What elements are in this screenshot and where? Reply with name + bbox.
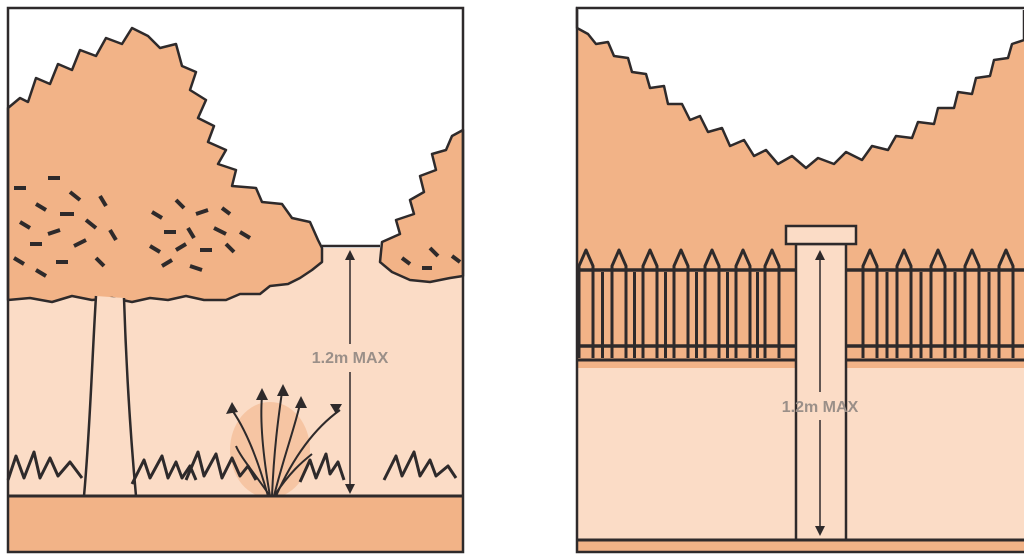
fence-picket [963,248,981,358]
grass-tufts [6,450,458,485]
fence-pickets [577,248,1015,358]
plant-arrowheads [226,384,342,414]
height-dimension-right [815,250,825,536]
frame-left [6,6,465,554]
fence-picket [672,248,690,358]
fence-picket [763,248,781,358]
plant-glow [230,402,310,498]
fence-picket [641,248,659,358]
sky-right [575,6,1024,170]
fence-rails [577,268,1024,348]
fence-picket [895,248,913,358]
fence-picket [734,248,752,358]
fence-picket [610,248,628,358]
fence-picket [861,248,879,358]
frame-right [575,6,1024,554]
panel-fence: 1.2m MAX [575,6,1024,554]
pillar [794,242,848,542]
height-dimension-left [345,250,355,494]
fence-picket [703,248,721,358]
ground-left [8,496,463,552]
height-label-right: 1.2m MAX [782,399,859,416]
pillar-cap [784,224,858,246]
leaf-marks [12,176,462,278]
tree-canopy-right-small [378,128,465,284]
ground-right [577,540,1024,552]
fence-picket [577,248,595,358]
panel-planting: 1.2m MAX [6,6,465,554]
height-label-left: 1.2m MAX [312,350,389,367]
fence-picket [929,248,947,358]
fence-picket [997,248,1015,358]
